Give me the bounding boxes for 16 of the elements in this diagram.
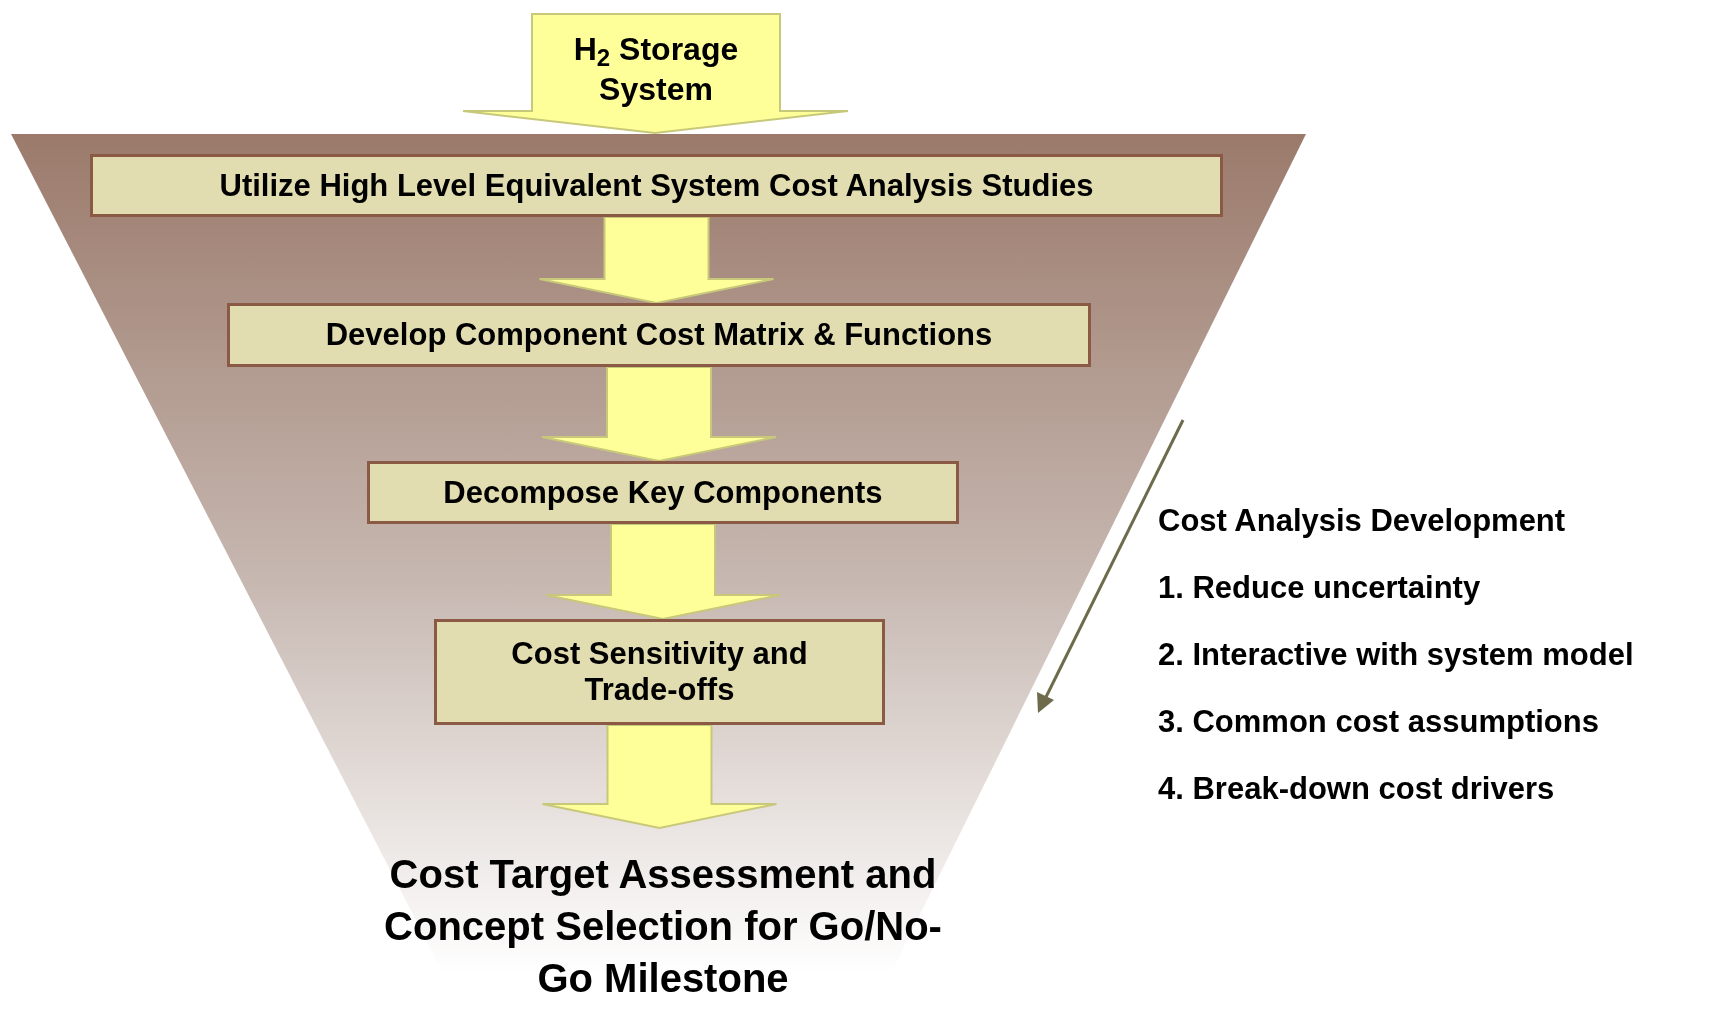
block-arrow: [541, 724, 778, 830]
process-box: Cost Sensitivity and Trade-offs: [434, 619, 885, 725]
process-box: Utilize High Level Equivalent System Cost Analysis Studies: [90, 154, 1223, 217]
block-arrow: [462, 13, 849, 134]
result-text: Cost Target Assessment and Concept Selection for Go/No-Go Milestone: [373, 828, 953, 1016]
list-item: 1. Reduce uncertainty: [1158, 570, 1481, 606]
process-box: Decompose Key Components: [367, 461, 959, 524]
block-arrow: [541, 366, 777, 463]
block-arrow: [538, 216, 775, 305]
list-item: 3. Common cost assumptions: [1158, 704, 1599, 740]
list-item: 4. Break-down cost drivers: [1158, 771, 1555, 807]
block-arrow: [545, 523, 781, 621]
list-heading: Cost Analysis Development: [1158, 503, 1566, 539]
process-box: Develop Component Cost Matrix & Functions: [227, 303, 1091, 367]
list-item: 2. Interactive with system model: [1158, 637, 1634, 673]
arrow-label: H$_{2}$ Storage System: [572, 30, 740, 109]
